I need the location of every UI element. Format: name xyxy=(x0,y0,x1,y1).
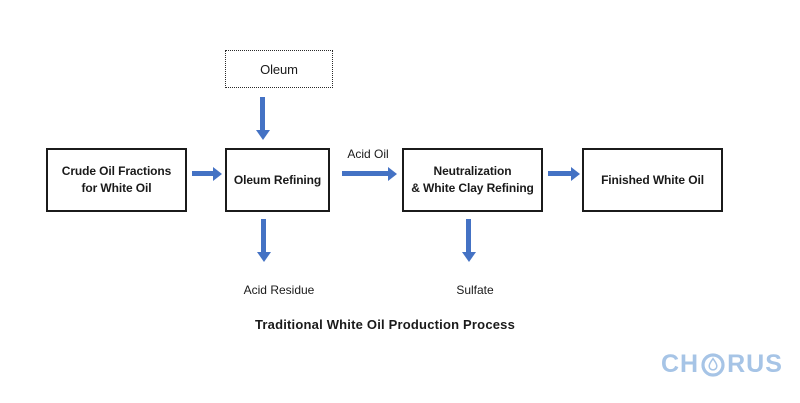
node-crude-line2: for White Oil xyxy=(81,181,152,195)
node-oleum-input-label: Oleum xyxy=(260,61,298,77)
chorus-logo: CH RUS xyxy=(661,352,783,377)
node-crude-oil-fractions: Crude Oil Fractions for White Oil xyxy=(46,148,187,212)
arrow-neutralization-to-sulfate xyxy=(466,219,471,252)
node-neutralization-line2: & White Clay Refining xyxy=(411,181,534,195)
node-finished-label: Finished White Oil xyxy=(601,172,704,187)
logo-text-before: CH xyxy=(661,350,700,378)
flow-label-acid-residue: Acid Residue xyxy=(243,283,315,297)
arrow-oleum-to-refining xyxy=(260,97,265,130)
node-finished-white-oil: Finished White Oil xyxy=(582,148,723,212)
flow-label-sulfate: Sulfate xyxy=(456,283,494,297)
arrow-refining-to-neutralization xyxy=(342,171,388,176)
node-oleum-input: Oleum xyxy=(225,50,333,88)
diagram-title: Traditional White Oil Production Process xyxy=(254,317,516,332)
logo-text-after: RUS xyxy=(727,350,783,378)
node-neutralization-line1: Neutralization xyxy=(433,164,512,178)
node-crude-line1: Crude Oil Fractions xyxy=(61,164,172,178)
arrow-neutralization-to-finished xyxy=(548,171,571,176)
node-neutralization: Neutralization & White Clay Refining xyxy=(402,148,543,212)
node-oleum-refining-label: Oleum Refining xyxy=(233,172,322,187)
water-drop-icon xyxy=(701,352,725,377)
arrow-refining-to-acid-residue xyxy=(261,219,266,252)
arrow-crude-to-refining xyxy=(192,171,213,176)
flow-label-acid-oil: Acid Oil xyxy=(347,147,389,161)
node-oleum-refining: Oleum Refining xyxy=(225,148,330,212)
